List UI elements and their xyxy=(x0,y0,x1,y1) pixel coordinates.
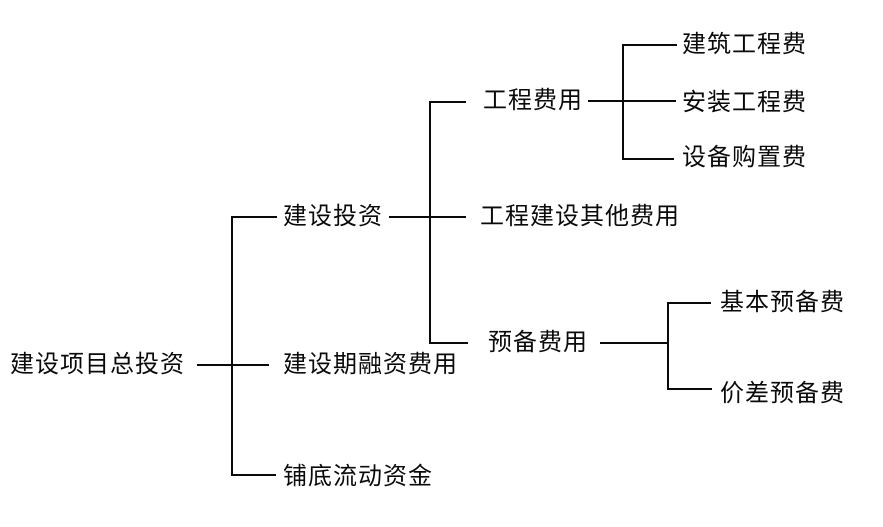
tick-construction-investment xyxy=(231,216,277,218)
tick-reserve-cost xyxy=(429,342,468,344)
node-engineering-cost: 工程费用 xyxy=(483,88,583,114)
tick-price-difference-reserve-fee xyxy=(667,388,712,390)
node-initial-working-capital: 铺底流动资金 xyxy=(283,464,433,490)
engineering-cost-connector-line xyxy=(588,100,676,102)
construction-investment-connector-line xyxy=(389,216,466,218)
node-installation-engineering-fee: 安装工程费 xyxy=(682,90,807,116)
level1-bracket-line xyxy=(231,216,233,476)
tick-building-engineering-fee xyxy=(622,44,677,46)
tick-basic-reserve-fee xyxy=(667,302,711,304)
node-basic-reserve-fee: 基本预备费 xyxy=(720,290,845,316)
node-price-difference-reserve-fee: 价差预备费 xyxy=(720,381,845,407)
node-construction-investment: 建设投资 xyxy=(283,204,383,230)
node-building-engineering-fee: 建筑工程费 xyxy=(682,32,807,58)
engineering-cost-bracket-line xyxy=(622,44,624,160)
reserve-cost-connector-line xyxy=(600,342,668,344)
tick-engineering-cost xyxy=(429,101,466,103)
root-connector-line xyxy=(197,364,269,366)
tick-initial-working-capital xyxy=(231,474,276,476)
node-other-engineering-construction-cost: 工程建设其他费用 xyxy=(480,204,680,230)
node-equipment-purchase-fee: 设备购置费 xyxy=(682,145,807,171)
node-construction-period-financing-cost: 建设期融资费用 xyxy=(283,352,458,378)
reserve-cost-bracket-line xyxy=(667,302,669,390)
level2-bracket-line xyxy=(429,101,431,344)
node-reserve-cost: 预备费用 xyxy=(488,330,588,356)
node-root: 建设项目总投资 xyxy=(10,352,185,378)
tick-equipment-purchase-fee xyxy=(622,158,674,160)
